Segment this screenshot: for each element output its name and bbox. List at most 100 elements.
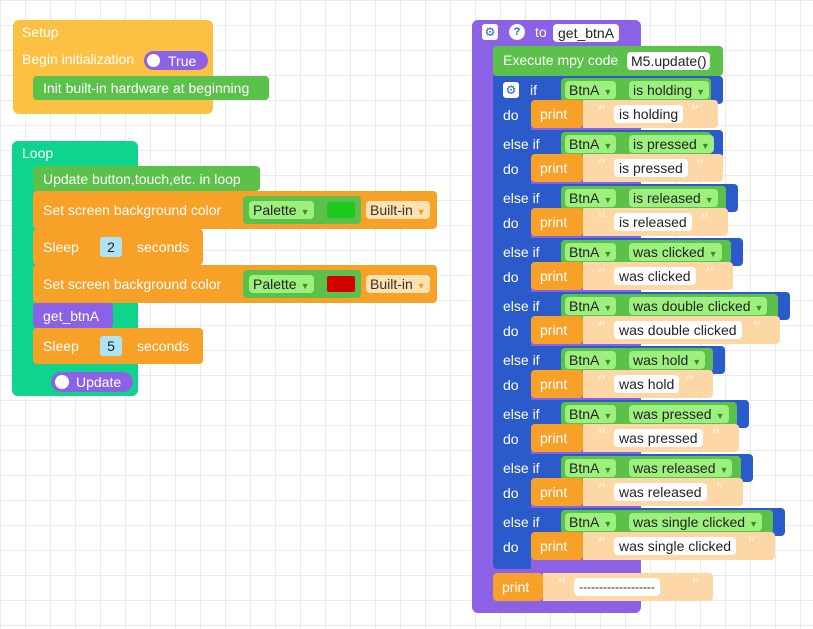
print-string-block[interactable]: “ was single clicked ” [583, 532, 775, 560]
print-text[interactable]: was pressed [614, 429, 703, 447]
button-state-dropdown[interactable]: was single clicked▼ [629, 513, 762, 531]
else-if-keyword: else if [503, 514, 540, 530]
chevron-down-icon: ▼ [719, 465, 729, 475]
print-block[interactable]: print [531, 424, 583, 452]
print-text[interactable]: was hold [614, 375, 680, 393]
button-condition-block[interactable]: BtnA▼ was single clicked▼ [561, 510, 773, 534]
print-block[interactable]: print [531, 100, 583, 128]
final-print-string[interactable]: “ ------------------- ” [543, 573, 713, 601]
print-string-block[interactable]: “ is holding ” [583, 100, 718, 128]
print-string-block[interactable]: “ is pressed ” [583, 154, 723, 182]
print-string-block[interactable]: “ was double clicked ” [583, 316, 780, 344]
gear-icon[interactable]: ⚙ [482, 24, 498, 40]
button-dropdown[interactable]: BtnA▼ [565, 135, 617, 153]
button-state-dropdown[interactable]: was pressed▼ [629, 405, 729, 423]
print-block[interactable]: print [531, 370, 583, 398]
button-state-dropdown[interactable]: is released▼ [629, 189, 718, 207]
button-state-dropdown[interactable]: was clicked▼ [629, 243, 722, 261]
print-text[interactable]: is pressed [614, 159, 688, 177]
button-state-dropdown[interactable]: was hold▼ [629, 351, 706, 369]
sleep-value-2[interactable]: 5 [100, 336, 122, 356]
button-state-dropdown[interactable]: is holding▼ [629, 81, 710, 99]
call-get-btna-block[interactable]: get_btnA [33, 303, 113, 328]
close-quote-icon: ” [747, 534, 757, 555]
button-dropdown[interactable]: BtnA▼ [565, 405, 617, 423]
print-string-block[interactable]: “ was hold ” [583, 370, 713, 398]
button-condition-block[interactable]: BtnA▼ was clicked▼ [561, 240, 731, 264]
loop-title: Loop [22, 145, 54, 161]
set-bg-block-2[interactable]: Set screen background color Palette▼ Bui… [33, 265, 437, 303]
print-block[interactable]: print [531, 154, 583, 182]
print-string-block[interactable]: “ is released ” [583, 208, 728, 236]
print-text[interactable]: was double clicked [614, 321, 742, 339]
button-state-dropdown[interactable]: was released▼ [629, 459, 733, 477]
update-toggle[interactable]: Update [51, 372, 133, 392]
button-state-dropdown[interactable]: was double clicked▼ [629, 297, 768, 315]
color-swatch-green[interactable] [327, 202, 355, 218]
print-text[interactable]: is holding [614, 105, 684, 123]
button-dropdown[interactable]: BtnA▼ [565, 189, 617, 207]
button-condition-block[interactable]: BtnA▼ was pressed▼ [561, 402, 737, 426]
button-condition-block[interactable]: BtnA▼ is holding▼ [561, 78, 711, 102]
exec-mpy-code[interactable]: M5.update() [627, 52, 711, 70]
sleep-block-2[interactable]: Sleep 5 seconds [33, 328, 203, 364]
button-condition-block[interactable]: BtnA▼ was released▼ [561, 456, 741, 480]
init-hardware-block[interactable]: Init built-in hardware at beginning [33, 76, 269, 100]
print-block[interactable]: print [531, 262, 583, 290]
sleep-value-1[interactable]: 2 [100, 237, 122, 257]
sleep-block-1[interactable]: Sleep 2 seconds [33, 229, 203, 265]
builtin-dropdown-2[interactable]: Built-in▼ [366, 275, 430, 293]
begin-init-toggle[interactable]: True [144, 51, 208, 70]
color-swatch-red[interactable] [327, 276, 355, 292]
print-text[interactable]: was clicked [614, 267, 696, 285]
builtin-dropdown-1[interactable]: Built-in▼ [366, 201, 430, 219]
button-dropdown[interactable]: BtnA▼ [565, 351, 617, 369]
button-condition-block[interactable]: BtnA▼ was double clicked▼ [561, 294, 778, 318]
print-text[interactable]: is released [614, 213, 692, 231]
button-dropdown[interactable]: BtnA▼ [565, 243, 617, 261]
button-dropdown[interactable]: BtnA▼ [565, 513, 617, 531]
print-block[interactable]: print [531, 532, 583, 560]
final-print-text[interactable]: ------------------- [574, 578, 660, 596]
print-block[interactable]: print [531, 316, 583, 344]
palette-dropdown-1[interactable]: Palette▼ [249, 201, 314, 219]
chevron-down-icon: ▼ [754, 303, 764, 313]
final-print-block[interactable]: print [493, 573, 543, 601]
print-block[interactable]: print [531, 478, 583, 506]
print-string-block[interactable]: “ was released ” [583, 478, 743, 506]
button-dropdown[interactable]: BtnA▼ [565, 459, 617, 477]
print-text[interactable]: was released [614, 483, 707, 501]
print-string-block[interactable]: “ was clicked ” [583, 262, 733, 290]
button-state-dropdown[interactable]: is pressed▼ [629, 135, 714, 153]
close-quote-icon: ” [700, 210, 710, 231]
button-condition-block[interactable]: BtnA▼ is released▼ [561, 186, 726, 210]
button-dropdown[interactable]: BtnA▼ [565, 81, 617, 99]
button-condition-block[interactable]: BtnA▼ was hold▼ [561, 348, 713, 372]
button-condition-block[interactable]: BtnA▼ is pressed▼ [561, 132, 714, 156]
exec-mpy-block[interactable]: Execute mpy code M5.update() [493, 46, 723, 76]
print-string-block[interactable]: “ was pressed ” [583, 424, 739, 452]
set-bg-block-1[interactable]: Set screen background color Palette▼ Bui… [33, 191, 437, 229]
palette-block-2[interactable]: Palette▼ [243, 270, 361, 298]
sleep-unit-2: seconds [137, 338, 190, 354]
chevron-down-icon: ▼ [708, 249, 718, 259]
print-text[interactable]: was single clicked [614, 537, 737, 555]
help-icon[interactable]: ? [509, 24, 525, 40]
gear-icon[interactable]: ⚙ [503, 82, 519, 98]
print-block[interactable]: print [531, 208, 583, 236]
update-block[interactable]: Update button,touch,etc. in loop [33, 166, 260, 191]
function-name[interactable]: get_btnA [553, 24, 620, 42]
palette-block-1[interactable]: Palette▼ [243, 196, 361, 224]
if-branch-row[interactable]: else if BtnA▼ was single clicked▼ [493, 508, 785, 536]
open-quote-icon: “ [597, 210, 607, 231]
palette-dropdown-2[interactable]: Palette▼ [249, 275, 314, 293]
button-dropdown[interactable]: BtnA▼ [565, 297, 617, 315]
